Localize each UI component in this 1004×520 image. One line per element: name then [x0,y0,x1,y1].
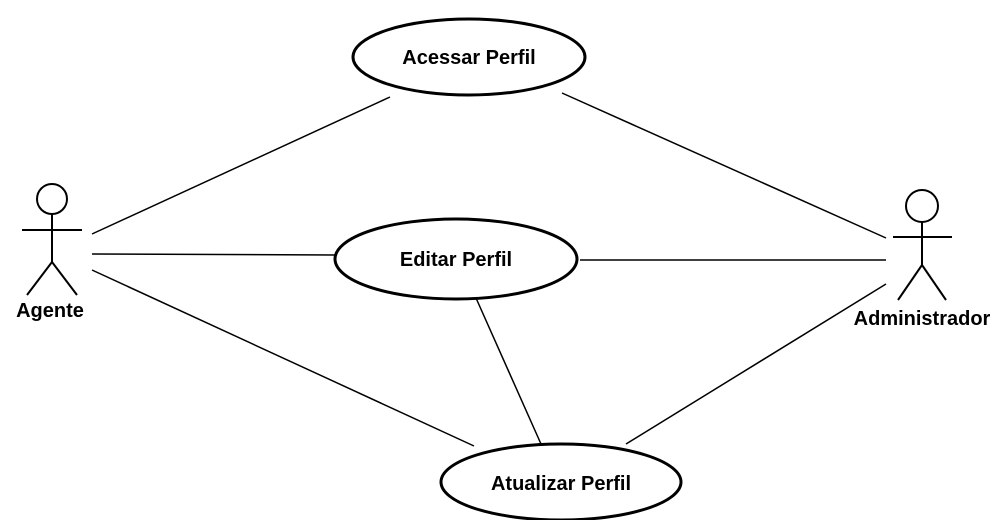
use-case-ellipse [439,442,683,520]
association-administrador-acessar-perfil [561,92,887,239]
use-case-acessar-perfil[interactable]: Acessar Perfil [351,17,587,97]
use-case-atualizar-perfil[interactable]: Atualizar Perfil [439,442,683,520]
actor-label-agente: Agente [16,300,84,322]
association-editar-perfil-atualizar-perfil [475,297,542,445]
use-case-label-atualizar-perfil: Atualizar Perfil [491,473,631,495]
actor-agente[interactable]: Agente [16,183,84,322]
association-administrador-atualizar-perfil [625,283,887,445]
actor-administrador[interactable]: Administrador [854,189,991,330]
associations [91,92,887,447]
use-case-editar-perfil[interactable]: Editar Perfil [333,217,579,301]
use-case-ellipse [333,217,579,301]
use-case-ellipse [351,17,587,97]
use-case-label-editar-perfil: Editar Perfil [400,249,512,271]
stick-figure-icon [22,183,82,296]
association-agente-atualizar-perfil [91,269,475,447]
association-agente-acessar-perfil [91,96,391,235]
association-agente-editar-perfil [91,253,337,256]
use-case-label-acessar-perfil: Acessar Perfil [402,47,535,69]
actor-label-administrador: Administrador [854,308,991,330]
stick-figure-icon [893,189,952,301]
